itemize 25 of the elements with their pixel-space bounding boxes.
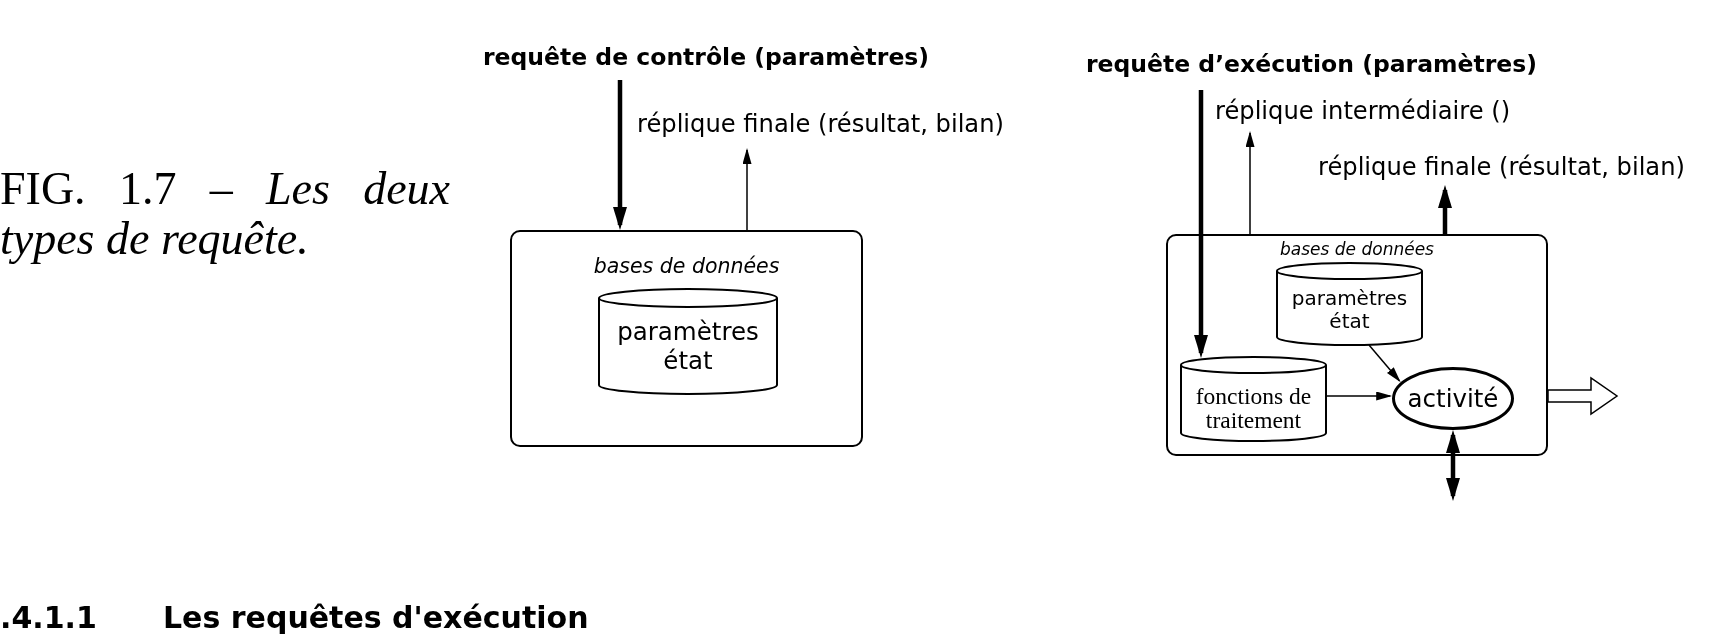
arrow <box>1194 90 1208 358</box>
container-heading: bases de données <box>592 254 781 278</box>
database-container <box>1166 234 1548 456</box>
double-arrow <box>1446 430 1460 501</box>
container-heading: bases de données <box>1279 240 1435 259</box>
arrow <box>742 148 752 231</box>
figure-caption: FIG. 1.7 – Les deux types de requête. <box>0 164 450 264</box>
ellipse-label: activité <box>1407 384 1499 413</box>
arrow <box>1438 185 1452 234</box>
block-arrow <box>1547 376 1619 416</box>
reply-label: réplique intermédiaire () <box>1215 97 1511 125</box>
request-label: requête d’exécution (paramètres) <box>1086 50 1537 78</box>
section-heading: Les requêtes d'exécution <box>163 603 589 633</box>
request-label: requête de contrôle (paramètres) <box>483 43 930 71</box>
reply-label: réplique finale (résultat, bilan) <box>637 110 1004 138</box>
arrow <box>1245 131 1255 235</box>
reply-label: réplique finale (résultat, bilan) <box>1318 153 1685 181</box>
section-number: .4.1.1 <box>0 603 97 633</box>
cylinder-label: paramètres état <box>1291 287 1408 333</box>
arrow <box>613 80 627 230</box>
cylinder-label: fonctions de traitement <box>1195 385 1312 432</box>
database-container <box>510 230 863 447</box>
arrow <box>1326 391 1393 401</box>
cylinder-label: paramètres état <box>617 317 759 375</box>
arrow <box>1368 344 1401 383</box>
